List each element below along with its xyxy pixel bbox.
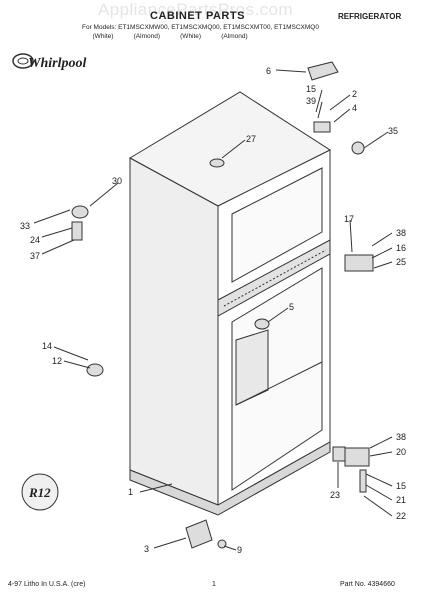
leveling-leg-part bbox=[351, 141, 365, 155]
callout-5: 5 bbox=[289, 302, 294, 312]
callout-27: 27 bbox=[246, 134, 256, 144]
left-hinge-pin-part bbox=[71, 205, 89, 219]
product-label: REFRIGERATOR bbox=[338, 12, 402, 21]
color-2: (Almond) bbox=[133, 33, 160, 40]
callout-30: 30 bbox=[112, 176, 122, 186]
callout-37: 37 bbox=[30, 251, 40, 261]
color-3: (White) bbox=[180, 33, 202, 40]
callout-14: 14 bbox=[42, 341, 52, 351]
callout-15: 15 bbox=[306, 84, 316, 94]
footer-litho: 4-97 Litho In U.S.A. (cre) bbox=[8, 581, 86, 588]
plug-button-part bbox=[209, 158, 225, 168]
callout-35: 35 bbox=[388, 126, 398, 136]
callout-38: 38 bbox=[396, 228, 406, 238]
model-list: For Models: ET1MSCXMW00, ET1MSCXMQ00, ET… bbox=[82, 24, 319, 31]
color-4: (Almond) bbox=[221, 33, 248, 40]
callout-15b: 15 bbox=[396, 481, 406, 491]
hinge-cover-part bbox=[307, 61, 339, 81]
callout-33: 33 bbox=[20, 221, 30, 231]
callout-labels: 6 2 15 39 4 35 27 30 33 24 37 17 38 16 2… bbox=[20, 66, 406, 555]
shelf-stud-part bbox=[254, 318, 270, 330]
callout-38b: 38 bbox=[396, 432, 406, 442]
callout-25: 25 bbox=[396, 257, 406, 267]
callout-24: 24 bbox=[30, 235, 40, 245]
middle-hinge-part bbox=[344, 254, 374, 272]
r12-badge bbox=[21, 473, 59, 511]
hinge-pin-part bbox=[359, 469, 367, 493]
bracket-part bbox=[332, 446, 346, 462]
callout-21: 21 bbox=[396, 495, 406, 505]
callout-3: 3 bbox=[144, 544, 149, 554]
callout-16: 16 bbox=[396, 243, 406, 253]
whirlpool-logo: Whirlpool bbox=[12, 53, 86, 71]
color-list: (White) (Almond) (White) (Almond) bbox=[82, 33, 255, 40]
callout-23: 23 bbox=[330, 490, 340, 500]
fresh-food-opening bbox=[231, 267, 323, 491]
callout-22: 22 bbox=[396, 511, 406, 521]
bottom-hinge-part bbox=[344, 447, 370, 467]
freezer-opening bbox=[231, 167, 323, 283]
evaporator-cover bbox=[235, 329, 269, 406]
callout-9: 9 bbox=[237, 545, 242, 555]
cabinet-left-side bbox=[129, 157, 219, 506]
watermark-text: AppliancePartsPros.com bbox=[98, 0, 293, 19]
bushing-part bbox=[86, 363, 104, 377]
brand-name: Whirlpool bbox=[28, 56, 86, 71]
callout-2: 2 bbox=[352, 89, 357, 99]
cabinet-bottom-edge bbox=[129, 441, 331, 516]
top-hinge-part bbox=[313, 121, 331, 133]
callout-1: 1 bbox=[128, 487, 133, 497]
footer-part-number: Part No. 4394660 bbox=[340, 581, 395, 588]
left-hinge-bracket-part bbox=[71, 221, 83, 241]
footer-page-number: 1 bbox=[212, 581, 216, 588]
screw-part bbox=[217, 539, 227, 549]
callout-12: 12 bbox=[52, 356, 62, 366]
page-title: CABINET PARTS bbox=[150, 10, 245, 22]
callout-4: 4 bbox=[352, 103, 357, 113]
roller-assembly-part bbox=[185, 519, 213, 549]
callout-6: 6 bbox=[266, 66, 271, 76]
callout-20: 20 bbox=[396, 447, 406, 457]
callout-39: 39 bbox=[306, 96, 316, 106]
callout-17: 17 bbox=[344, 214, 354, 224]
r12-badge-text: R12 bbox=[28, 485, 51, 500]
color-1: (White) bbox=[92, 33, 114, 40]
